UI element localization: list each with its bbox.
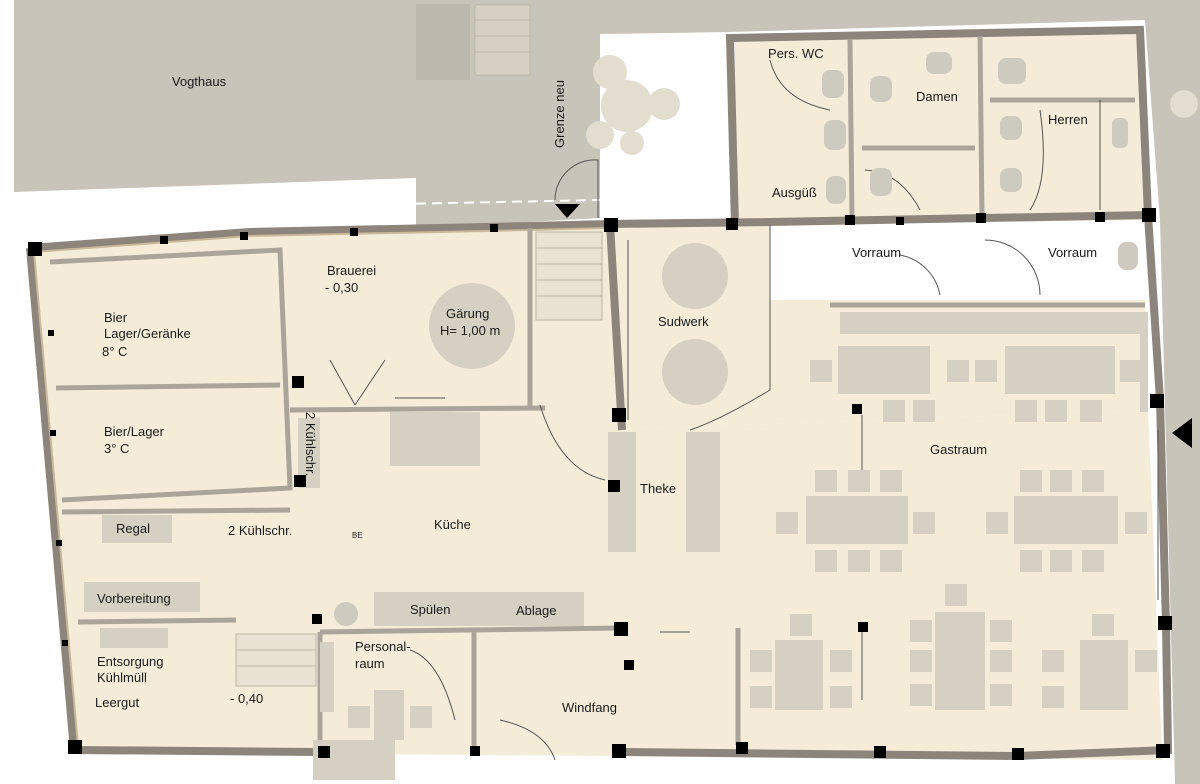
room-temp-bier-lager-3: 3° C xyxy=(104,441,130,456)
stairs xyxy=(235,4,603,687)
room-label-bier-lager-1: Bier xyxy=(104,310,128,325)
label-spuelen: Spülen xyxy=(410,602,451,617)
landscape-shrubs xyxy=(586,55,1198,155)
room-label-personalraum-2: raum xyxy=(355,656,385,671)
label-regal: Regal xyxy=(116,521,150,536)
thin-lines xyxy=(329,59,1159,761)
boundary-lines xyxy=(0,199,601,213)
room-label-windfang: Windfang xyxy=(562,700,617,715)
label-vorbereitung: Vorbereitung xyxy=(97,591,171,606)
room-label-vorraum-1: Vorraum xyxy=(852,245,902,260)
room-temp-bier-lager: 8° C xyxy=(102,344,128,359)
room-label-vogthaus: Vogthaus xyxy=(171,74,227,89)
room-label-ausguss: Ausgüß xyxy=(772,185,817,200)
chairs xyxy=(750,360,1157,708)
furniture xyxy=(84,243,1148,780)
columns xyxy=(28,208,1172,760)
room-level-040: - 0,40 xyxy=(230,691,264,706)
label-ablage: Ablage xyxy=(516,603,557,618)
room-label-kueche: Küche xyxy=(434,517,471,532)
label-be: BE xyxy=(352,531,363,540)
sanitary-fixtures xyxy=(334,52,1138,626)
room-label-brauerei: Brauerei xyxy=(327,263,377,278)
label-theke: Theke xyxy=(640,481,677,496)
outer-wall-trim xyxy=(33,227,609,747)
room-label-bier-lager-3: Bier/Lager xyxy=(104,424,164,439)
label-sudwerk: Sudwerk xyxy=(658,314,709,329)
room-level-brauerei: - 0,30 xyxy=(325,280,359,295)
room-label-gastraum: Gastraum xyxy=(930,442,988,457)
entrance-markers xyxy=(555,204,1192,448)
room-label-bier-lager-2: Lager/Geränke xyxy=(104,326,191,341)
entrance-arrow-icon xyxy=(555,204,580,218)
label-kuehlschr-2: 2 Kühlschr. xyxy=(228,523,293,538)
label-kuehlschr-vertical: 2 Kühlschr. xyxy=(303,412,318,477)
room-label-herren: Herren xyxy=(1048,112,1088,127)
room-label-kuehlmuell: Kühlmüll xyxy=(97,670,147,685)
room-label-pers-wc: Pers. WC xyxy=(768,46,824,61)
room-label-entsorgung: Entsorgung xyxy=(97,654,164,669)
boundary-label-grenze-neu: Grenze neu xyxy=(552,80,567,148)
room-label-leergut: Leergut xyxy=(95,695,140,710)
label-gaerung: Gärung xyxy=(446,306,490,321)
interior-walls xyxy=(49,35,1145,750)
entrance-arrow-icon xyxy=(1172,418,1192,448)
label-gaerung-height: H= 1,00 m xyxy=(440,323,501,338)
room-label-vorraum-2: Vorraum xyxy=(1048,245,1098,260)
room-label-personalraum-1: Personal- xyxy=(355,639,411,654)
room-label-damen: Damen xyxy=(916,89,958,104)
